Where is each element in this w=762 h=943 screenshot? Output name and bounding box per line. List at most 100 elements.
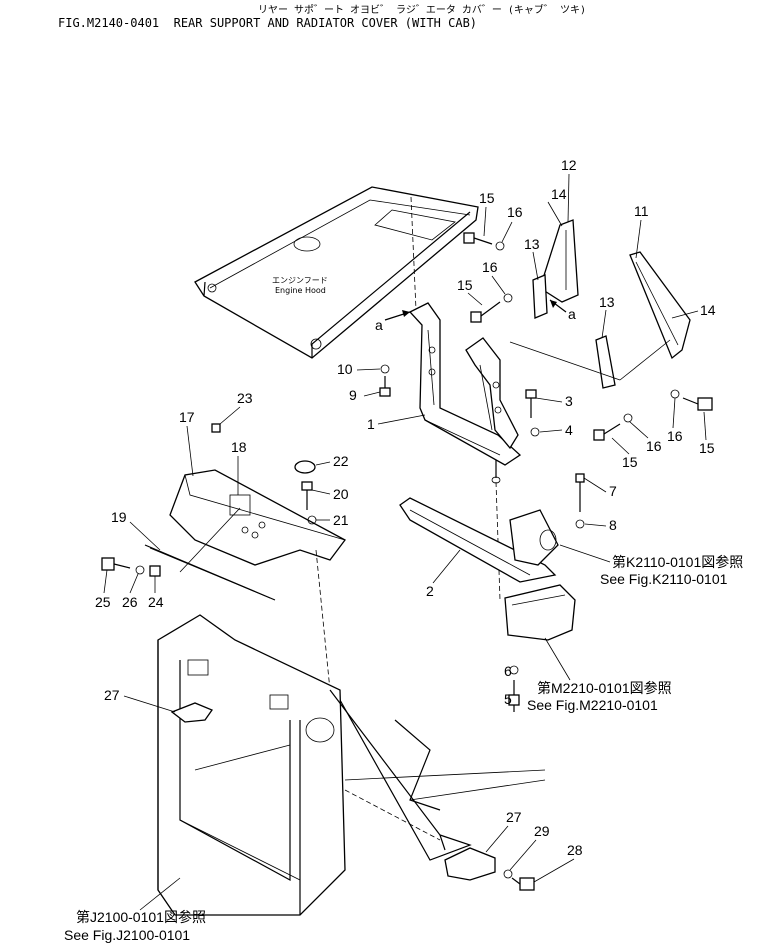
arrow-head — [402, 310, 410, 317]
callout-11: 11 — [634, 203, 649, 219]
engine-hood: エンジンフード Engine Hood — [194, 186, 479, 359]
callout-7: 7 — [609, 483, 617, 499]
leader-line — [703, 411, 707, 441]
callout-15-b: 15 — [457, 277, 473, 293]
callout-15-c: 15 — [622, 454, 638, 470]
bolt-3 — [525, 389, 540, 437]
callout-5: 5 — [504, 691, 512, 707]
callout-15-a: 15 — [479, 190, 495, 206]
callout-24: 24 — [148, 594, 164, 610]
callout-16-b: 16 — [482, 259, 498, 275]
leader-line — [483, 206, 487, 237]
leader-line — [311, 489, 331, 495]
ref-j2100-en: See Fig.J2100-0101 — [64, 927, 190, 943]
callout-22: 22 — [333, 453, 349, 469]
leader-line — [432, 549, 461, 584]
callout-23: 23 — [237, 390, 253, 406]
leader-line — [635, 219, 642, 259]
lower-support — [504, 584, 576, 712]
callout-13-b: 13 — [599, 294, 615, 310]
match-mark-a: a — [375, 317, 383, 333]
leader-line — [219, 406, 241, 425]
bolt-15-d — [593, 413, 633, 441]
leader-line — [533, 858, 575, 883]
callout-6: 6 — [504, 663, 512, 679]
leader-line — [103, 569, 108, 594]
bolt-15-b — [470, 293, 513, 323]
leader-line — [485, 825, 509, 853]
callout-26: 26 — [122, 594, 138, 610]
cross-member — [399, 497, 559, 583]
leader-line — [315, 461, 331, 466]
figure-title: FIG.M2140-0401 REAR SUPPORT AND RADIATOR… — [58, 16, 478, 30]
callout-9: 9 — [349, 387, 357, 403]
bolt-25 — [101, 557, 161, 577]
leader-line — [583, 477, 607, 493]
ref-j2100-jp: 第J2100-0101図参照 — [76, 909, 206, 925]
leader-line — [559, 544, 611, 563]
leader-line — [671, 310, 699, 319]
leader-line — [179, 507, 241, 573]
ref-k2110-jp: 第K2110-0101図参照 — [612, 554, 743, 570]
leader-line — [611, 437, 630, 455]
leader-line — [123, 695, 176, 713]
leader-line — [567, 173, 570, 223]
callout-16-c: 16 — [646, 438, 662, 454]
leader-line — [356, 368, 381, 371]
callout-29: 29 — [534, 823, 550, 839]
callout-10: 10 — [337, 361, 353, 377]
leader-line — [532, 251, 539, 281]
callout-27-a: 27 — [104, 687, 120, 703]
leader-line — [672, 397, 676, 429]
callout-13-a: 13 — [524, 236, 540, 252]
hood-label-en: Engine Hood — [275, 286, 326, 295]
leader-line — [129, 573, 139, 594]
bolt-15-a — [463, 232, 505, 251]
leader-line — [509, 839, 537, 871]
callout-3: 3 — [565, 393, 573, 409]
main-frame — [157, 614, 546, 916]
leader-line — [619, 339, 671, 381]
callout-16-d: 16 — [667, 428, 683, 444]
rear-support-bracket — [408, 302, 522, 484]
leader-line — [139, 877, 181, 911]
callout-14-a: 14 — [551, 186, 567, 202]
hood-guide-line — [410, 196, 417, 311]
callout-19: 19 — [111, 509, 127, 525]
leader-line — [377, 414, 426, 425]
bracket-11 — [595, 251, 691, 389]
leader-line — [544, 637, 571, 681]
handle-27-a — [170, 702, 213, 723]
leader-line — [501, 221, 513, 243]
callout-1: 1 — [367, 416, 375, 432]
leader-line — [491, 275, 506, 295]
callout-21: 21 — [333, 512, 349, 528]
callout-4: 4 — [565, 422, 573, 438]
callout-25: 25 — [95, 594, 111, 610]
callout-12: 12 — [561, 157, 577, 173]
leader-line — [584, 523, 607, 527]
bolt-9 — [379, 364, 391, 397]
callout-18: 18 — [231, 439, 247, 455]
bracket-12 — [532, 219, 579, 319]
leader-line — [535, 397, 563, 403]
bolt-7 — [575, 473, 585, 529]
leader-line — [629, 421, 649, 439]
leader-line — [601, 309, 607, 339]
cover-guide-line — [315, 549, 331, 691]
ref-m2210-en: See Fig.M2210-0101 — [527, 697, 658, 713]
leader-line — [539, 429, 563, 433]
cap-22 — [294, 460, 317, 525]
callout-27-b: 27 — [506, 809, 522, 825]
leader-line — [547, 201, 563, 227]
callout-17: 17 — [179, 409, 195, 425]
handle-27-b — [444, 847, 535, 891]
callout-8: 8 — [609, 517, 617, 533]
callout-16-a: 16 — [507, 204, 523, 220]
ref-m2210-jp: 第M2210-0101図参照 — [537, 680, 672, 696]
leader-line — [129, 521, 161, 551]
ref-k2110-en: See Fig.K2110-0101 — [600, 571, 728, 587]
callout-15-d: 15 — [699, 440, 715, 456]
arrow-head — [550, 300, 557, 308]
